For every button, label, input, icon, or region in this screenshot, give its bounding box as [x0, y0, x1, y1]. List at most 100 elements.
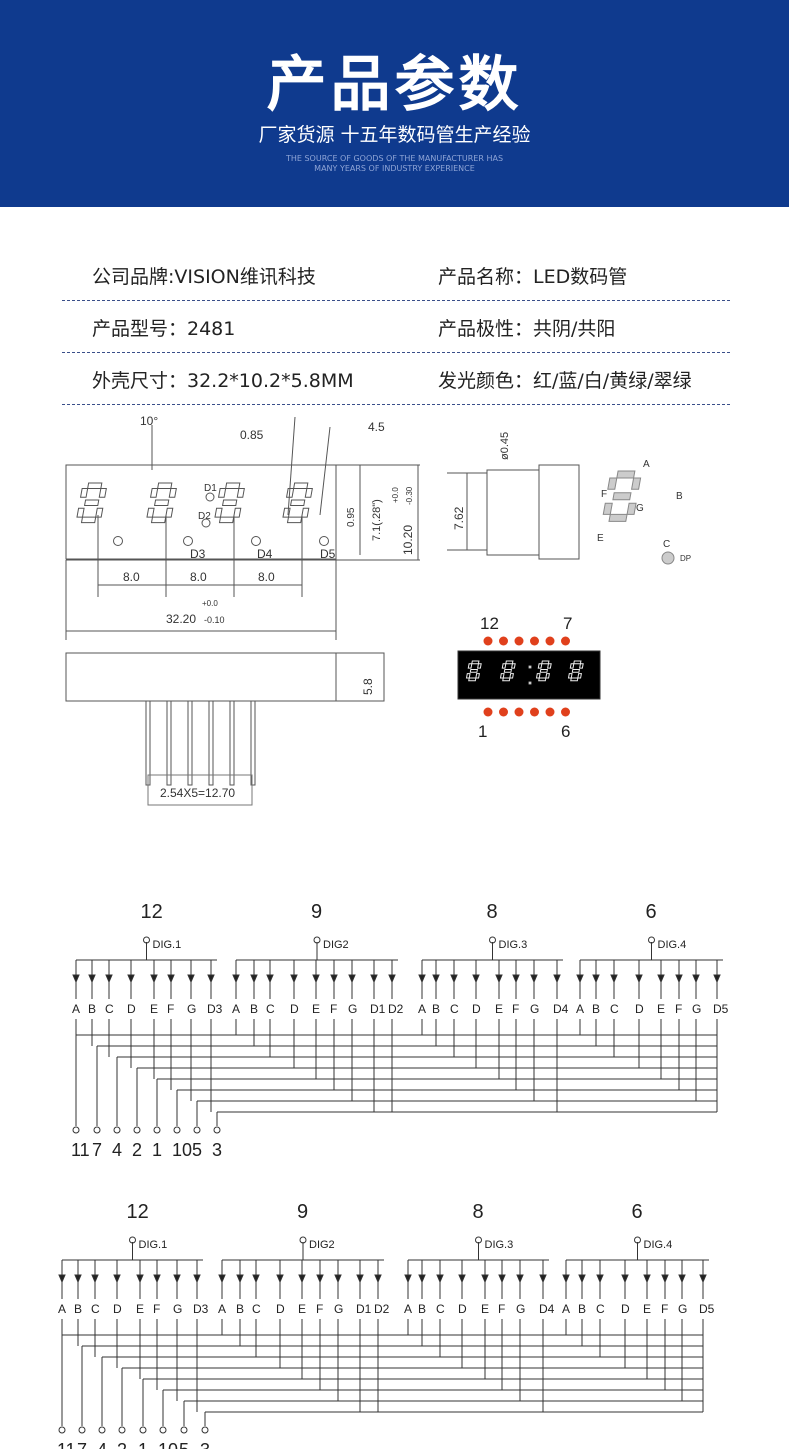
segment-map-segment [626, 502, 637, 515]
diode-arrow [298, 1274, 306, 1284]
diode-arrow [193, 1274, 201, 1284]
digit-outline [79, 488, 89, 498]
digit-outline [149, 488, 159, 498]
pin-node [118, 1426, 126, 1434]
led-digit [499, 673, 505, 679]
pin [187, 700, 193, 786]
pin-dot [514, 707, 524, 717]
diode-arrow [713, 974, 721, 984]
diode-arrow [516, 1274, 524, 1284]
segment-label: G [348, 1002, 357, 1016]
diode-arrow [388, 974, 396, 984]
bottom-view-body [65, 652, 337, 702]
digit-outline [146, 507, 155, 518]
pin-span-label: 2.54X5=12.70 [160, 786, 235, 800]
digit-outline [76, 507, 85, 518]
width-value: 32.20 [166, 612, 196, 626]
dp-circle [113, 536, 123, 546]
diode-arrow [578, 1274, 586, 1284]
dp-circle [319, 536, 329, 546]
dp-segment [661, 551, 675, 565]
led-digit [539, 669, 548, 673]
pin-node [78, 1426, 86, 1434]
segment-label: F [498, 1302, 505, 1316]
led-digit [467, 663, 473, 669]
segment-map-segment [602, 502, 613, 515]
diode-arrow [374, 1274, 382, 1284]
led-digit [547, 663, 552, 669]
segment-label: D1 [370, 1002, 386, 1016]
diode-arrow [553, 974, 561, 984]
dp-label-d1: D1 [204, 483, 217, 494]
pin-dot [545, 636, 555, 646]
page-title: 产品参数 [266, 50, 523, 120]
segment-label: C [266, 1002, 275, 1016]
diode-arrow [252, 1274, 260, 1284]
digit-common-pin-number: 9 [311, 901, 322, 923]
digit-label: DIG.4 [644, 1239, 673, 1251]
segment-map-segment [616, 470, 636, 479]
pin-node [159, 1426, 167, 1434]
digit-outline [217, 488, 227, 498]
segment-label: B [432, 1002, 440, 1016]
digit-outline [304, 488, 313, 498]
digit-outline [98, 488, 107, 498]
diode-arrow [418, 974, 426, 984]
diode-arrow [635, 974, 643, 984]
segment-label: D2 [388, 1002, 404, 1016]
led-digit [569, 663, 575, 669]
segment-label: F [512, 1002, 519, 1016]
led-digit [503, 669, 512, 673]
segment-label: B [592, 1002, 600, 1016]
pin-number: 11 [57, 1440, 76, 1449]
diode-arrow [312, 974, 320, 984]
spec-row: 外壳尺寸：32.2*10.2*5.8MM 发光颜色：红/蓝/白/黄绿/翠绿 [62, 352, 730, 405]
digit-outline [285, 488, 295, 498]
seg-label-a: A [643, 459, 650, 470]
segment-label: A [576, 1002, 584, 1016]
seg-width-label: 0.85 [240, 428, 264, 442]
pin-number: 2 [132, 1140, 142, 1160]
pin-node [648, 936, 655, 944]
segment-label: G [334, 1302, 343, 1316]
diode-arrow [218, 1274, 226, 1284]
digit-common-pin-number: 6 [646, 901, 657, 923]
digit-common-pin-number: 12 [127, 1201, 149, 1223]
led-digit [477, 663, 482, 669]
digit-label: DIG2 [323, 939, 349, 951]
segment-map-segment [607, 477, 618, 490]
digit-outline [95, 507, 104, 518]
diode-arrow [678, 1274, 686, 1284]
diode-arrow [404, 1274, 412, 1284]
line [287, 416, 296, 516]
header-banner: 产品参数 厂家货源 十五年数码管生产经验 THE SOURCE OF GOODS… [0, 0, 789, 207]
diode-arrow [153, 1274, 161, 1284]
diode-arrow [495, 974, 503, 984]
seg-label-f: F [601, 489, 607, 500]
pin-node [201, 1426, 209, 1434]
led-digit [577, 673, 582, 679]
pin-node [58, 1426, 66, 1434]
segment-label: B [418, 1302, 426, 1316]
pitch-1: 8.0 [123, 570, 140, 584]
diode-arrow [91, 1274, 99, 1284]
diode-arrow [266, 974, 274, 984]
diode-arrow [498, 1274, 506, 1284]
segment-label: D4 [539, 1302, 555, 1316]
pin-dot [530, 707, 539, 717]
diode-arrow [232, 974, 240, 984]
pin-7-label: 7 [563, 614, 572, 633]
spec-size: 外壳尺寸：32.2*10.2*5.8MM [92, 370, 354, 392]
pin-node [193, 1126, 201, 1134]
segment-label: D [113, 1302, 122, 1316]
diode-arrow [348, 974, 356, 984]
pin-node [299, 1236, 307, 1244]
segment-label: F [661, 1302, 668, 1316]
diode-arrow [418, 1274, 426, 1284]
segment-label: E [657, 1002, 665, 1016]
segment-label: G [516, 1302, 525, 1316]
spec-brand: 公司品牌:VISION维讯科技 [92, 266, 316, 288]
diode-arrow [436, 1274, 444, 1284]
digit-outline [233, 507, 242, 518]
digit-label: DIG.1 [139, 1239, 168, 1251]
